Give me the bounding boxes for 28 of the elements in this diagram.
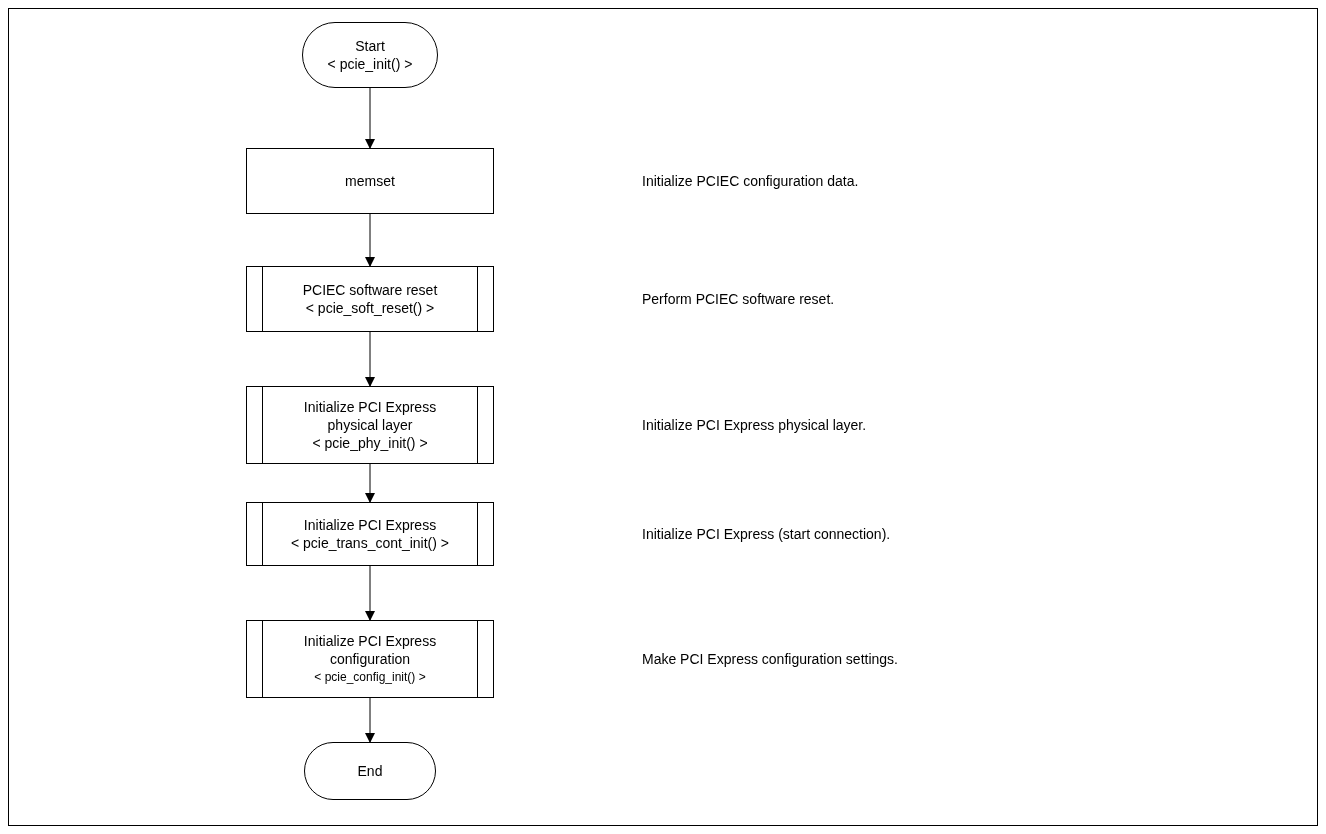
function-name: < pcie_phy_init() > [312, 434, 428, 452]
step-description: Perform PCIEC software reset. [642, 290, 835, 308]
arrow [365, 213, 375, 267]
arrow [365, 331, 375, 387]
process-box [246, 148, 494, 214]
node-title: Initialize PCI Express [303, 516, 437, 534]
predefined-process-box [246, 502, 494, 566]
predefined-process-box [246, 386, 494, 464]
arrow [365, 463, 375, 503]
arrow [365, 565, 375, 621]
function-name: < pcie_trans_cont_init() > [291, 534, 449, 552]
node-title: PCIEC software reset [302, 281, 438, 299]
function-name: < pcie_soft_reset() > [305, 299, 435, 317]
step-description: Initialize PCI Express physical layer. [642, 416, 867, 434]
function-name: < pcie_init() > [327, 55, 413, 73]
step-description: Make PCI Express configuration settings. [642, 650, 898, 668]
arrow [365, 87, 375, 149]
predefined-process-box [246, 620, 494, 698]
node-title: Initialize PCI Express configuration [302, 632, 438, 668]
arrow [365, 697, 375, 743]
node-title: Start [355, 37, 385, 55]
step-description: Initialize PCIEC configuration data. [642, 172, 859, 190]
predefined-process-box [246, 266, 494, 332]
step-description: Initialize PCI Express (start connection). [642, 525, 891, 543]
function-name: < pcie_config_init() > [314, 669, 426, 686]
node-title: End [357, 762, 383, 780]
node-title: Initialize PCI Express physical layer [302, 398, 438, 434]
node-title: memset [345, 172, 395, 190]
